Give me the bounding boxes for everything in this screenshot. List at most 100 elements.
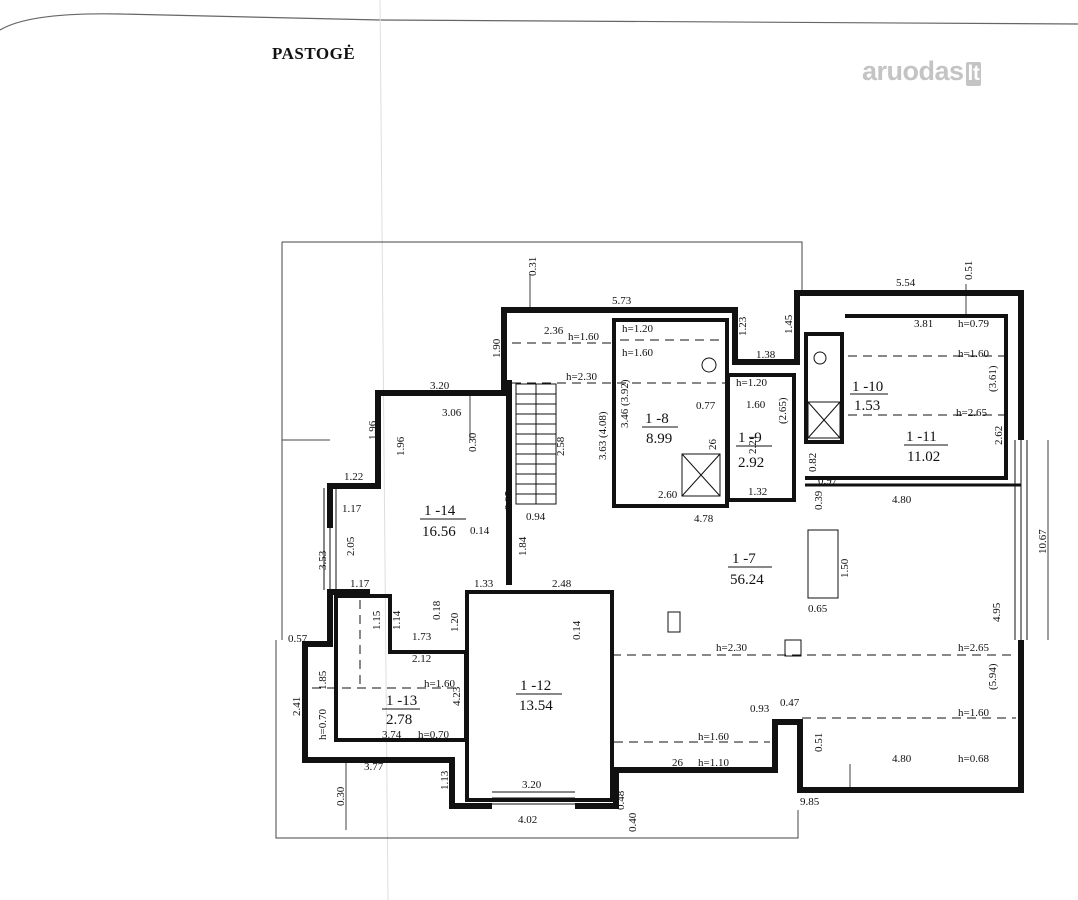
dim-label: 0.30 xyxy=(335,786,347,806)
wall-room-1-10 xyxy=(804,332,844,444)
dim-label: 0.47 xyxy=(780,697,800,709)
dim-label: h=0.68 xyxy=(958,753,989,765)
dim-label: 3.77 xyxy=(364,761,384,773)
toilet-icon xyxy=(701,357,717,373)
wall-outline xyxy=(575,640,1024,809)
dim-label: 4.80 xyxy=(892,753,912,765)
fixtures xyxy=(667,351,841,657)
dim-label: h=1.60 xyxy=(958,707,989,719)
dim-label: 3.20 xyxy=(522,779,542,791)
room-1-8-id: 1 -8 xyxy=(645,411,669,427)
window-east xyxy=(1014,440,1028,640)
dim-label: 3.53 xyxy=(317,550,329,570)
room-1-9-id: 1 -9 xyxy=(738,430,762,446)
room-1-9-area: 2.92 xyxy=(738,455,764,471)
wall-room-1-9 xyxy=(726,373,796,502)
dim-label: 0.48 xyxy=(615,790,627,810)
dim-label: h=1.10 xyxy=(698,757,729,769)
room-1-11-area: 11.02 xyxy=(907,449,940,465)
dim-label: h=1.60 xyxy=(568,331,599,343)
dim-label: 0.14 xyxy=(571,620,583,640)
dim-label: 4.78 xyxy=(694,513,714,525)
dim-label: 2.12 xyxy=(412,653,431,665)
room-1-10-area: 1.53 xyxy=(854,398,880,414)
room-1-12-id: 1 -12 xyxy=(520,678,551,694)
dim-label: (2.65) xyxy=(777,397,789,424)
watermark-text: aruodas xyxy=(862,56,964,86)
dim-label: 0.65 xyxy=(808,603,828,615)
dim-label: 3.63 (4.08) xyxy=(597,411,609,460)
roof-outline xyxy=(275,241,803,839)
dim-label: 1.32 xyxy=(748,486,767,498)
dim-label: 1.17 xyxy=(350,578,370,590)
dim-label: 2.48 xyxy=(552,578,572,590)
dim-label: 0.31 xyxy=(527,257,539,276)
dim-label: 4.95 xyxy=(991,602,1003,622)
dim-label: 1.73 xyxy=(412,631,432,643)
dim-label: 4.02 xyxy=(518,814,537,826)
dim-label: 0.30 xyxy=(467,432,479,452)
dim-label: 1.50 xyxy=(839,558,851,578)
dim-label: 0.94 xyxy=(526,511,546,523)
room-1-10-id: 1 -10 xyxy=(852,379,883,395)
dim-label: 0.51 xyxy=(963,261,975,280)
dim-label: 0.77 xyxy=(696,400,716,412)
dim-label: 0.39 xyxy=(813,490,825,510)
dim-label: 1.20 xyxy=(449,612,461,632)
dim-label: 4.23 xyxy=(451,686,463,706)
window-west xyxy=(323,488,337,590)
dim-label: 1.13 xyxy=(439,770,451,790)
watermark-suffix: lt xyxy=(965,62,982,86)
dim-label: h=1.60 xyxy=(424,678,455,690)
dim-label: 1.96 xyxy=(395,436,407,456)
inner-wall-group xyxy=(334,314,1008,802)
dim-label: h=2.30 xyxy=(566,371,597,383)
dimension-lines xyxy=(345,274,1049,830)
dim-label: h=1.20 xyxy=(622,323,653,335)
room-1-7-id: 1 -7 xyxy=(732,551,756,567)
dim-label: 1.84 xyxy=(517,536,529,556)
dim-label: 3.06 xyxy=(442,407,462,419)
paper-edge-curve xyxy=(0,13,1078,31)
dim-label: 0.93 xyxy=(750,703,770,715)
dim-label: (5.94) xyxy=(987,663,999,690)
dim-label: h=1.60 xyxy=(698,731,729,743)
dim-label: 0.14 xyxy=(470,525,490,537)
sink-icon xyxy=(813,351,827,365)
room-1-12-area: 13.54 xyxy=(519,698,553,714)
dim-label: (3.61) xyxy=(987,365,999,392)
wall-outline xyxy=(302,589,492,809)
room-1-13-id: 1 -13 xyxy=(386,693,417,709)
window-south xyxy=(492,791,575,805)
dim-label: h=2.65 xyxy=(956,407,987,419)
dim-label: 3.81 xyxy=(914,318,933,330)
dim-label: 0.40 xyxy=(627,812,639,832)
dim-label: 3.20 xyxy=(430,380,450,392)
chimney-icon xyxy=(784,639,802,657)
dim-label: 10.67 xyxy=(1037,529,1049,554)
ceiling-height-lines xyxy=(312,339,1016,743)
window-group xyxy=(323,440,1028,805)
dim-label: 0.18 xyxy=(431,600,443,620)
dim-label: 4.80 xyxy=(892,494,912,506)
room-1-14-id: 1 -14 xyxy=(424,503,456,519)
dim-label: 3.74 xyxy=(382,729,402,741)
dim-label: 3.95 xyxy=(503,490,515,510)
room-1-7-area: 56.24 xyxy=(730,572,764,588)
dim-label: 1.33 xyxy=(474,578,494,590)
dim-label: 2.36 xyxy=(544,325,564,337)
dim-label: h=1.60 xyxy=(622,347,653,359)
dim-label: 1.14 xyxy=(391,610,403,630)
dim-label: 1.90 xyxy=(491,338,503,358)
dim-label: 1.45 xyxy=(783,314,795,334)
dim-label: h=0.79 xyxy=(958,318,989,330)
shower-icon xyxy=(681,453,721,497)
room-1-13-area: 2.78 xyxy=(386,712,412,728)
dim-label: h=1.60 xyxy=(958,348,989,360)
wall-room-1-12 xyxy=(465,590,614,802)
room-labels: 1 -7 56.24 1 -8 8.99 1 -9 2.92 1 -10 1.5… xyxy=(382,379,948,728)
wall-room-1-11 xyxy=(805,314,1008,480)
dim-label: h=0.70 xyxy=(317,709,329,740)
dim-label: h=0.70 xyxy=(418,729,449,741)
